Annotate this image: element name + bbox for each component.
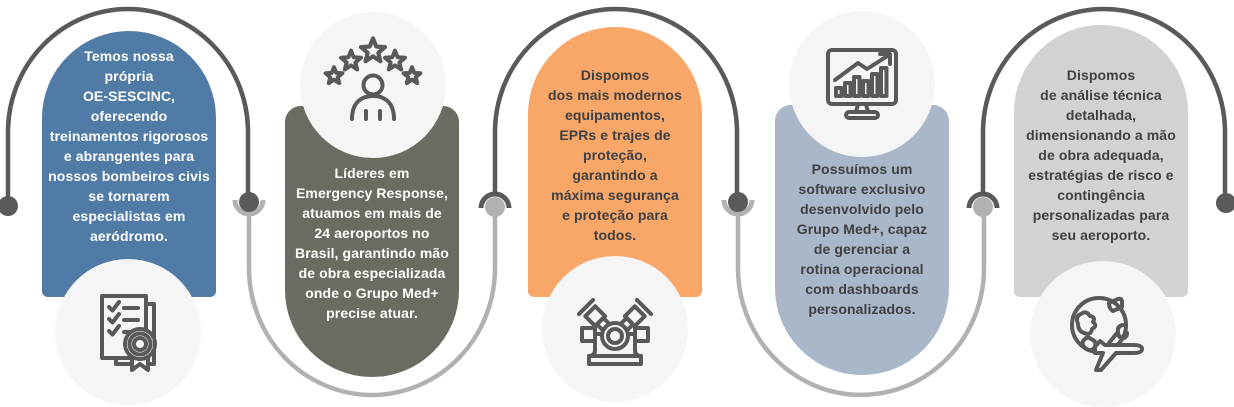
- connector-dots-light: [485, 197, 993, 217]
- icon-circle-analysis: [1030, 261, 1176, 407]
- certificate-checklist-icon: [100, 294, 157, 372]
- card-text: Líderes em Emergency Response, atuamos e…: [295, 165, 449, 321]
- card-oe-sescinc-training: Temos nossa própria OE-SESCINC, oferecen…: [42, 31, 216, 297]
- connector-dot: [1216, 193, 1234, 213]
- connector-path-dark: [5, 6, 1228, 209]
- connector-dot: [485, 197, 505, 217]
- icon-circle-equipment: [542, 256, 688, 402]
- connector-path-light: [232, 199, 987, 398]
- connector-dot: [973, 197, 993, 217]
- globe-airplane-icon: [1070, 296, 1144, 372]
- leadership-stars-icon: [323, 35, 423, 121]
- card-technical-analysis: Dispomos de análise técnica detalhada, d…: [1014, 25, 1188, 297]
- connector-dot: [0, 196, 18, 216]
- icon-circle-leadership: [300, 12, 446, 158]
- card-modern-equipment: Dispomos dos mais modernos equipamentos,…: [528, 27, 702, 297]
- card-text: Dispomos dos mais modernos equipamentos,…: [548, 67, 682, 243]
- fire-equipment-icon: [576, 297, 654, 366]
- icon-circle-training: [55, 259, 201, 405]
- connector-dots-dark: [0, 192, 1234, 216]
- connector-dot: [728, 192, 748, 212]
- dashboard-monitor-icon: [826, 48, 898, 120]
- card-text: Dispomos de análise técnica detalhada, d…: [1026, 67, 1176, 243]
- icon-circle-software: [789, 11, 935, 157]
- card-text: Temos nossa própria OE-SESCINC, oferecen…: [48, 48, 210, 244]
- connector-dot: [239, 192, 259, 212]
- card-text: Possuímos um software exclusivo desenvol…: [796, 161, 928, 317]
